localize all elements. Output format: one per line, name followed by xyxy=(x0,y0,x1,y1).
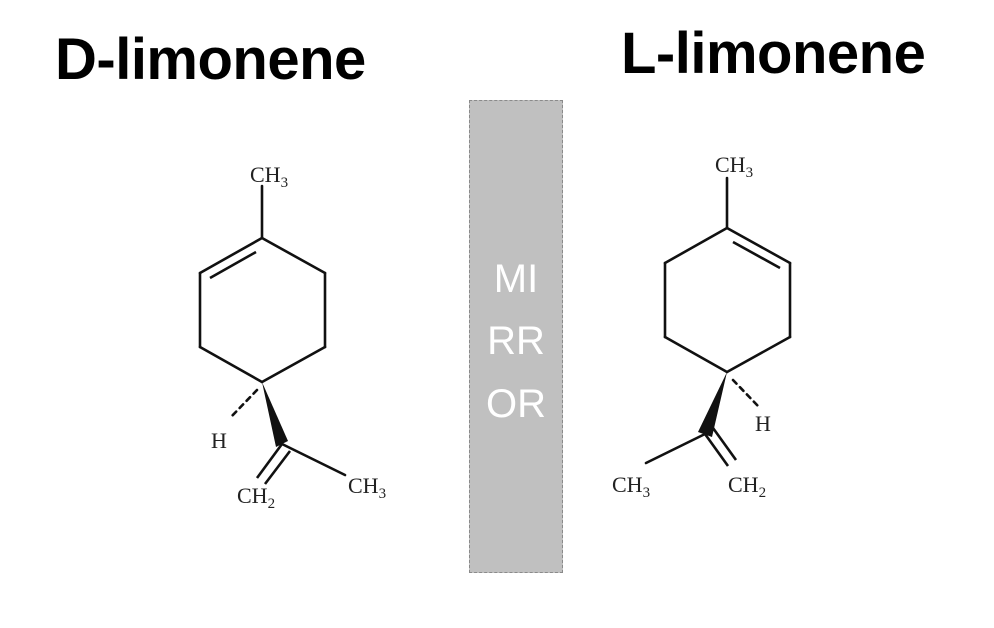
bond-c-methyl xyxy=(280,442,347,477)
ring-bond-4 xyxy=(663,335,729,374)
bond-c-methyl xyxy=(644,432,707,465)
wedge-bond xyxy=(262,382,288,447)
wedge-bond xyxy=(698,372,727,437)
ring-bond-3 xyxy=(198,345,264,384)
ring-bond-3 xyxy=(725,335,792,374)
ring-bond-1 xyxy=(198,236,264,275)
double-bond-ch2-b xyxy=(711,427,738,461)
right-methyl-label: CH3 xyxy=(612,472,650,501)
mirror-text-line-2: RR xyxy=(487,319,545,363)
d-limonene-structure: CH3 H CH2 CH3 xyxy=(198,162,386,512)
hashed-bond-h xyxy=(731,378,760,408)
hashed-bond-h xyxy=(228,388,259,420)
l-limonene-title: L-limonene xyxy=(621,21,926,86)
ring-bond-4 xyxy=(260,345,327,384)
mirror-text-line-3: OR xyxy=(486,382,546,426)
left-methyl-label: CH3 xyxy=(348,473,386,502)
left-hydrogen-label: H xyxy=(211,428,227,453)
ring-double-bond-inner xyxy=(209,250,257,280)
double-bond-ch2-b xyxy=(263,450,292,485)
right-top-methyl-label: CH3 xyxy=(715,152,753,181)
d-limonene-title: D-limonene xyxy=(55,27,366,92)
left-ch2-label: CH2 xyxy=(237,483,275,512)
right-ch2-label: CH2 xyxy=(728,472,766,501)
mirror-plane: MI RR OR xyxy=(469,100,563,573)
double-bond-ch2-a xyxy=(703,433,730,467)
left-top-methyl-label: CH3 xyxy=(250,162,288,191)
ring-bond-1 xyxy=(725,226,792,265)
ring-bond-6 xyxy=(663,226,729,265)
right-hydrogen-label: H xyxy=(755,411,771,436)
ring-double-bond-inner xyxy=(732,240,781,270)
l-limonene-structure: CH3 H CH3 CH2 xyxy=(612,152,792,501)
ring-bond-6 xyxy=(260,236,327,275)
double-bond-ch2-a xyxy=(255,443,284,479)
mirror-text-line-1: MI xyxy=(493,257,539,301)
